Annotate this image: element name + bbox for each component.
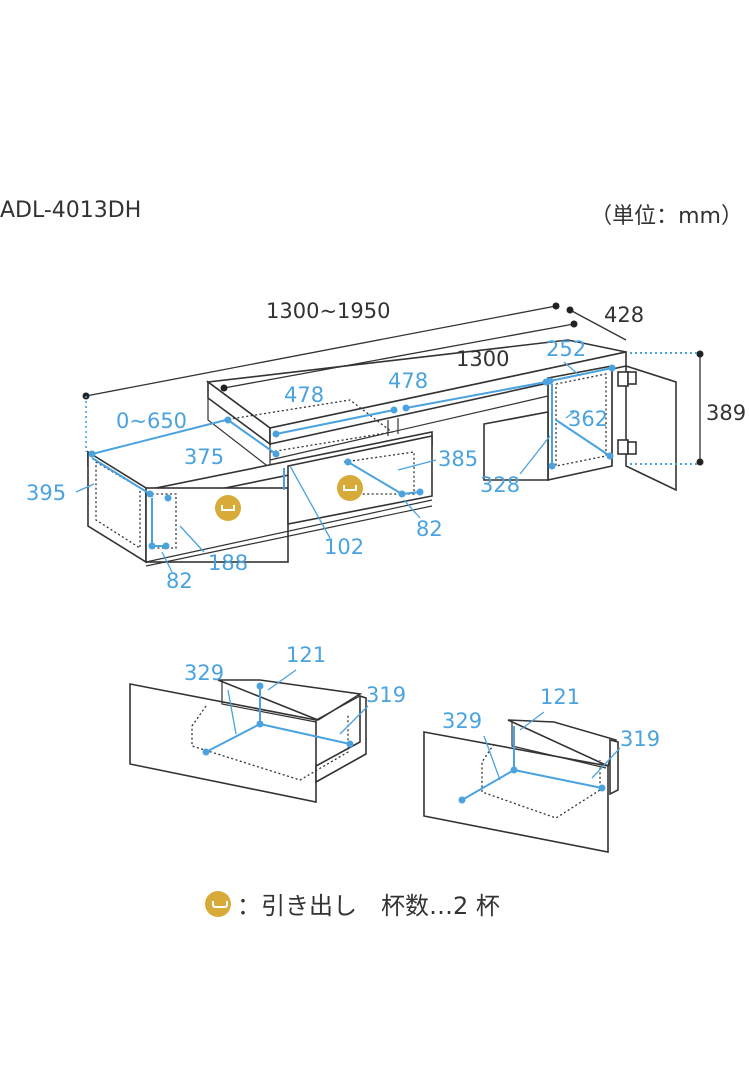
side-depth-label: 395 — [26, 481, 66, 505]
shelf-width-right-label: 478 — [388, 369, 428, 393]
bottom-82-label: 82 — [166, 569, 193, 593]
shelf-depth-label: 375 — [184, 445, 224, 469]
model-number: ADL-4013DH — [0, 198, 142, 223]
inner-385-label: 385 — [438, 447, 478, 471]
depth-label: 428 — [604, 303, 644, 327]
cabinet-width-label: 328 — [480, 473, 520, 497]
extension-label: 0~650 — [116, 409, 187, 433]
right-drawer-width-label: 319 — [620, 727, 660, 751]
shelf-width-left-label: 478 — [284, 383, 324, 407]
legend-text: ：引き出し 杯数…2 杯 — [237, 892, 500, 920]
drawer-detail-right — [423, 711, 621, 853]
left-drawer-height-label: 121 — [286, 643, 326, 667]
dimension-lines — [75, 302, 704, 573]
drawer-102-label: 102 — [324, 535, 364, 559]
cabinet-door — [625, 364, 677, 492]
left-drawer-depth-label: 329 — [184, 661, 224, 685]
drawer-pull-icon-right — [337, 475, 363, 501]
tv-board — [87, 339, 677, 567]
left-end-box — [87, 450, 147, 564]
cabinet-height-label: 362 — [568, 407, 608, 431]
right-drawer-height-label: 121 — [540, 685, 580, 709]
drawer-detail-left — [129, 669, 369, 803]
right-drawer-depth-label: 329 — [442, 709, 482, 733]
cabinet-depth-label: 252 — [546, 337, 586, 361]
unit-label: （単位：mm） — [590, 204, 743, 229]
width-fixed-label: 1300 — [456, 347, 509, 371]
left-drawer-width-label: 319 — [366, 683, 406, 707]
height-label: 389 — [706, 401, 746, 425]
overall-width-label: 1300~1950 — [266, 299, 390, 323]
bottom-188-label: 188 — [208, 551, 248, 575]
drawer-pull-icon — [205, 890, 231, 917]
drawer-82-label: 82 — [416, 517, 443, 541]
drawer-pull-icon-left — [215, 495, 241, 521]
legend: ：引き出し 杯数…2 杯 — [205, 886, 500, 921]
